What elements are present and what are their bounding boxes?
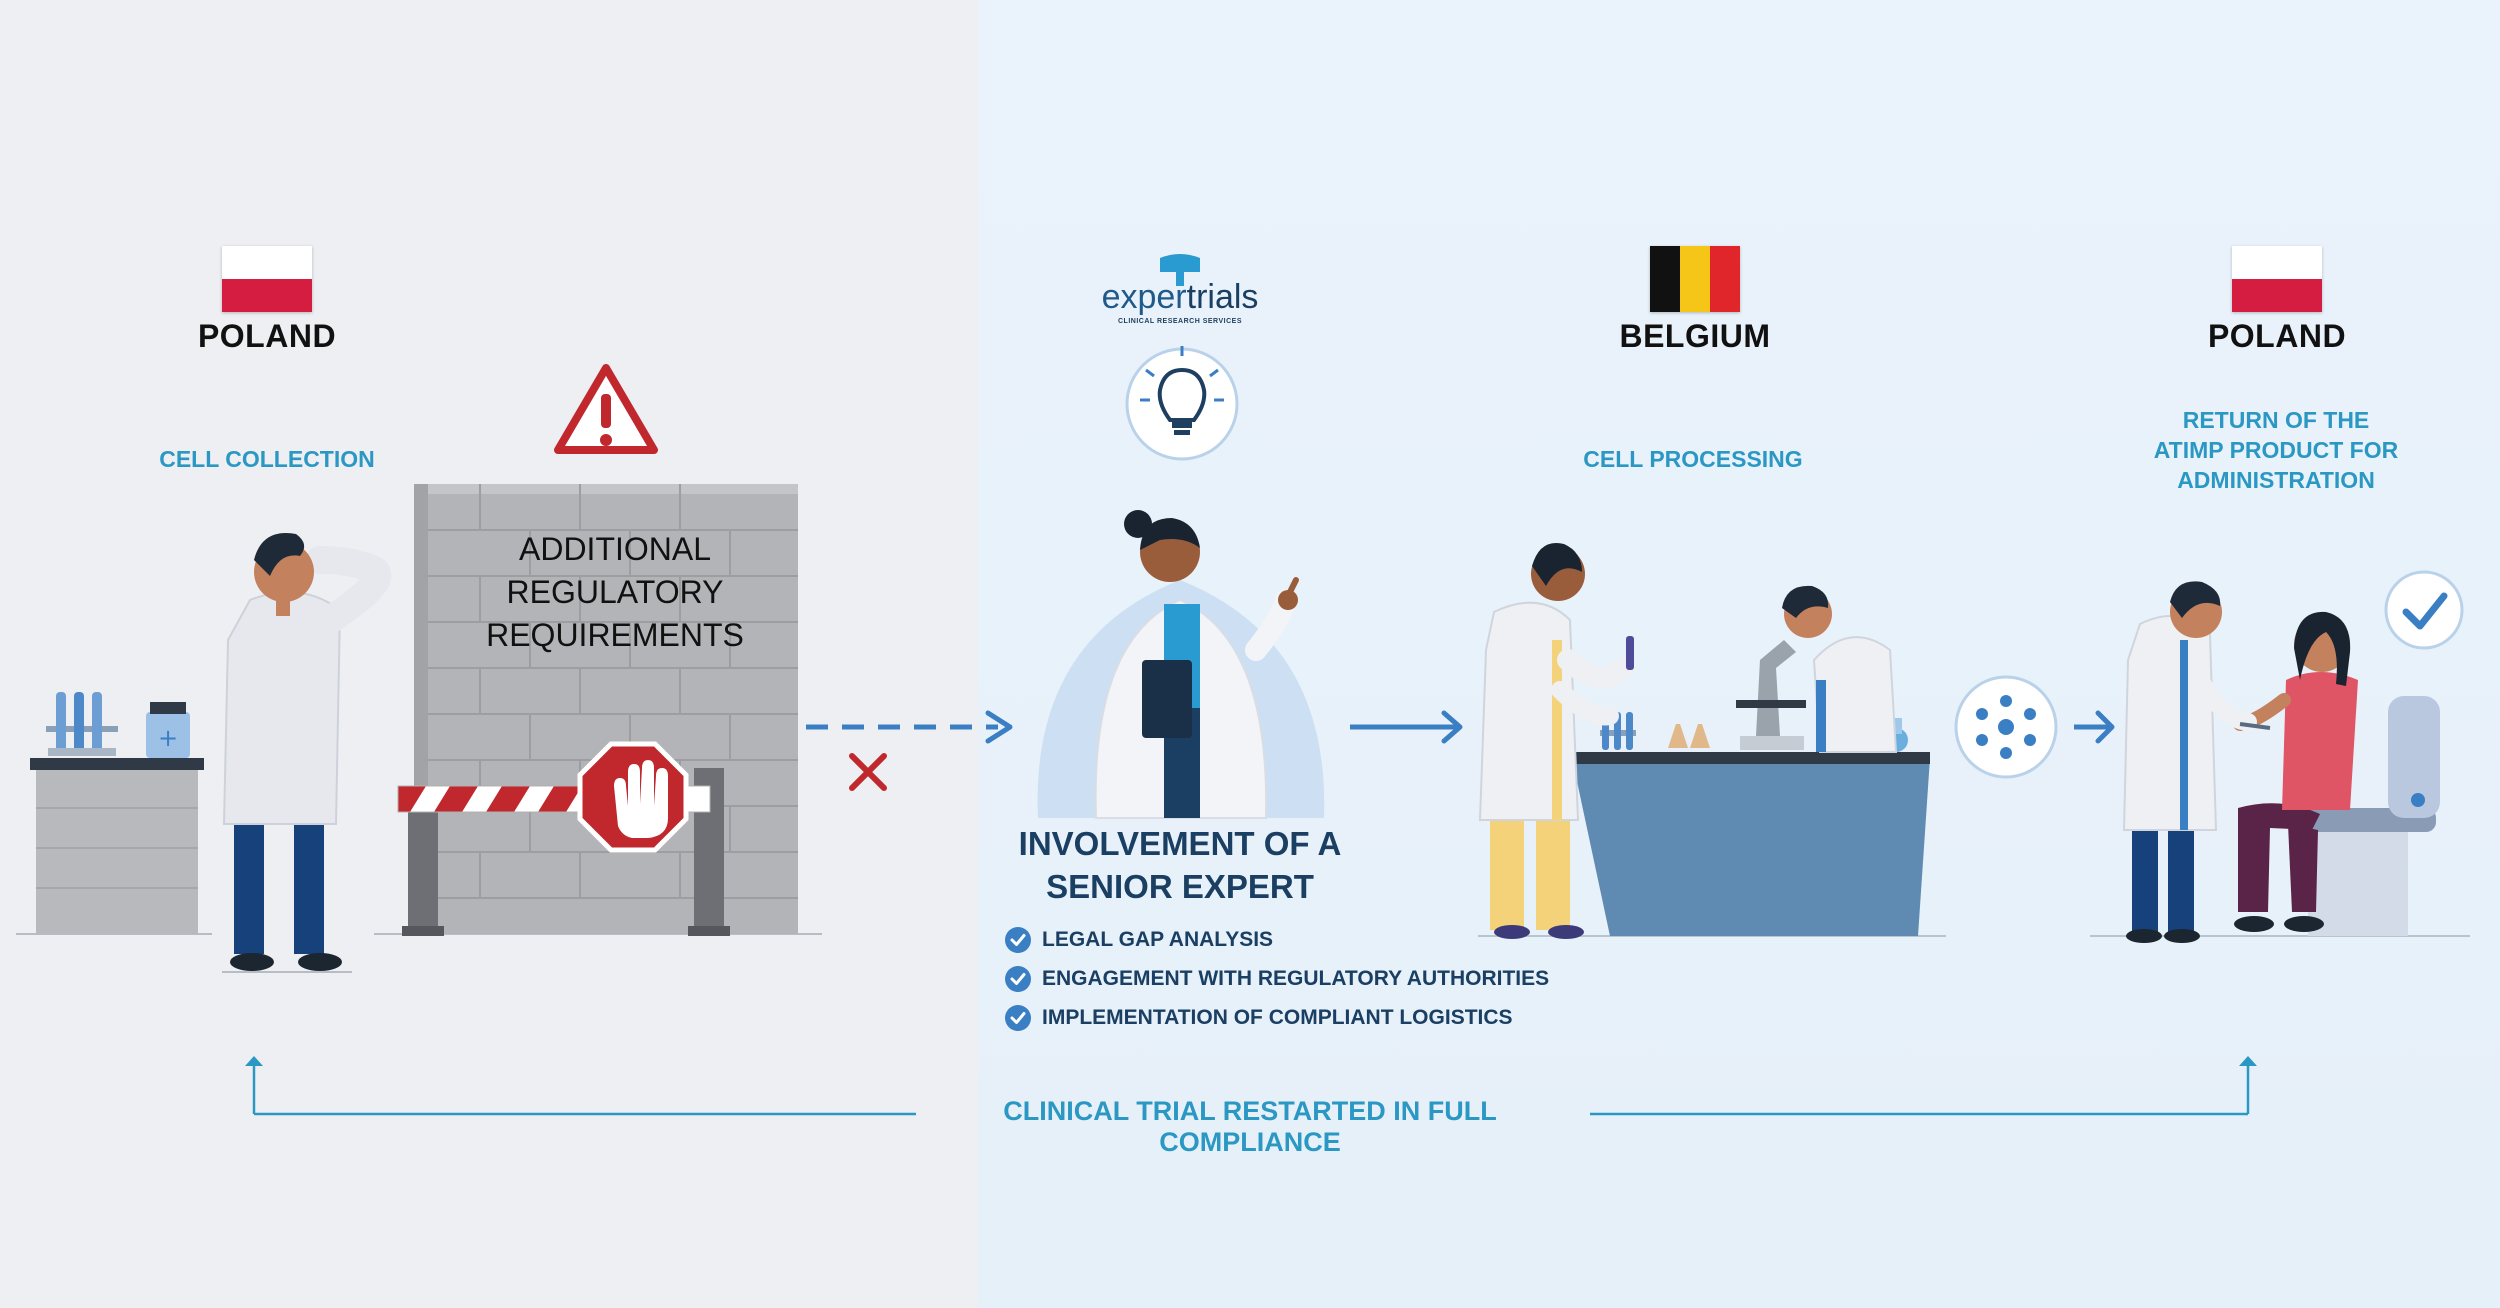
check-icon bbox=[1005, 1004, 1031, 1031]
country-poland-collection: POLAND bbox=[197, 318, 337, 354]
checklist-item: IMPLEMENTATION OF COMPLIANT LOGISTICS bbox=[1004, 998, 1549, 1037]
check-icon bbox=[1005, 926, 1031, 953]
flow-arrow-to-return bbox=[2074, 710, 2115, 744]
expert-title-line-1: INVOLVEMENT OF A bbox=[1018, 825, 1342, 862]
check-icon bbox=[1005, 965, 1031, 992]
barrier-text: ADDITIONAL REGULATORY REQUIREMENTS bbox=[420, 528, 810, 657]
expertrials-logo-mark bbox=[1160, 254, 1200, 286]
cell-processing-lab bbox=[1478, 542, 1930, 939]
country-poland-return: POLAND bbox=[2207, 318, 2347, 354]
barrier-line-3: REQUIREMENTS bbox=[486, 617, 744, 653]
checklist-item: LEGAL GAP ANALYSIS bbox=[1004, 920, 1549, 959]
poland-flag-icon bbox=[2232, 246, 2322, 312]
senior-expert bbox=[1037, 510, 1325, 819]
logo-word-light: exper bbox=[1101, 278, 1187, 316]
return-line-1: RETURN OF THE bbox=[2182, 407, 2370, 433]
logo-word-bold: trials bbox=[1186, 278, 1259, 316]
barrier-line-1: ADDITIONAL bbox=[518, 531, 712, 567]
cross-icon bbox=[849, 753, 887, 791]
checklist-item: ENGAGEMENT WITH REGULATORY AUTHORITIES bbox=[1004, 959, 1549, 998]
barrier-line-2: REGULATORY bbox=[506, 574, 724, 610]
footer-bracket bbox=[245, 1056, 2257, 1116]
confused-scientist bbox=[222, 533, 392, 971]
checklist-item-label: LEGAL GAP ANALYSIS bbox=[1042, 927, 1274, 951]
check-circle-icon bbox=[2384, 570, 2464, 650]
belgium-flag-icon bbox=[1650, 246, 1740, 312]
administration-scene bbox=[2122, 581, 2440, 943]
expert-title: INVOLVEMENT OF A SENIOR EXPERT bbox=[960, 822, 1400, 908]
expert-checklist: LEGAL GAP ANALYSIS ENGAGEMENT WITH REGUL… bbox=[1004, 920, 1549, 1037]
warning-icon bbox=[554, 364, 658, 454]
footer-caption: CLINICAL TRIAL RESTARTED IN FULL COMPLIA… bbox=[1003, 1096, 1497, 1157]
cells-icon bbox=[1954, 675, 2058, 779]
flow-arrow-to-processing bbox=[1350, 710, 1463, 744]
stage-label-return: RETURN OF THE ATIMP PRODUCT FOR ADMINIST… bbox=[2126, 405, 2426, 495]
country-belgium: BELGIUM bbox=[1619, 318, 1771, 354]
expert-title-line-2: SENIOR EXPERT bbox=[1046, 868, 1314, 905]
svg-text:+: + bbox=[158, 724, 178, 752]
poland-flag-icon bbox=[222, 246, 312, 312]
stage-label-cell-collection: CELL COLLECTION bbox=[159, 446, 375, 472]
logo-tagline: CLINICAL RESEARCH SERVICES bbox=[1118, 318, 1242, 325]
blocked-dashed-arrow bbox=[806, 710, 1013, 744]
checklist-item-label: IMPLEMENTATION OF COMPLIANT LOGISTICS bbox=[1042, 1005, 1513, 1029]
stage-label-cell-processing: CELL PROCESSING bbox=[1583, 446, 1803, 472]
lightbulb-icon bbox=[1125, 346, 1239, 461]
return-line-2: ATIMP PRODUCT FOR bbox=[2153, 437, 2399, 463]
stop-hand-icon bbox=[577, 741, 689, 853]
checklist-item-label: ENGAGEMENT WITH REGULATORY AUTHORITIES bbox=[1042, 966, 1550, 990]
return-line-3: ADMINISTRATION bbox=[2177, 467, 2375, 493]
expertrials-logo: expertrials bbox=[1090, 278, 1270, 317]
lab-bench: + bbox=[30, 692, 204, 934]
